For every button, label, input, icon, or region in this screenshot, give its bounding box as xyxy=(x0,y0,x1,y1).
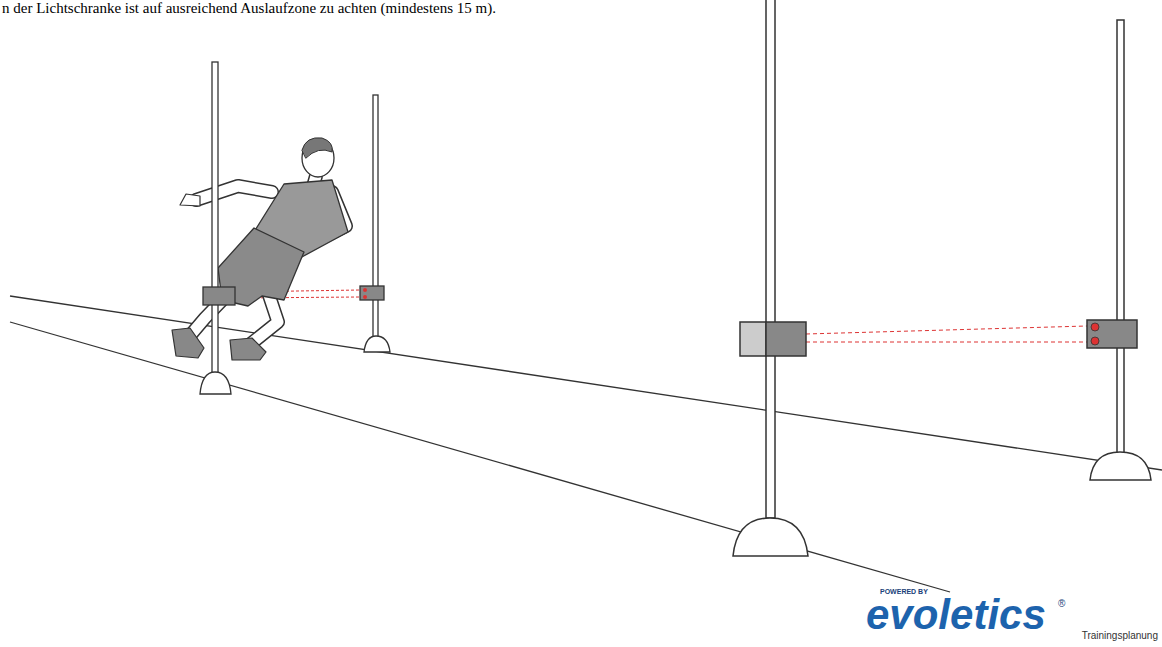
runner-figure xyxy=(172,138,348,360)
note-text: n der Lichtschranke ist auf ausreichend … xyxy=(2,0,496,17)
light-barrier-finish xyxy=(733,0,1151,556)
logo-registered: ® xyxy=(1058,598,1065,609)
light-barrier-start xyxy=(236,95,390,352)
track-lines xyxy=(10,296,1162,592)
logo-wordmark: evoletics xyxy=(866,592,1046,638)
logo-subtitle: Trainingsplanung xyxy=(1082,630,1158,641)
sender-pole xyxy=(200,62,235,394)
